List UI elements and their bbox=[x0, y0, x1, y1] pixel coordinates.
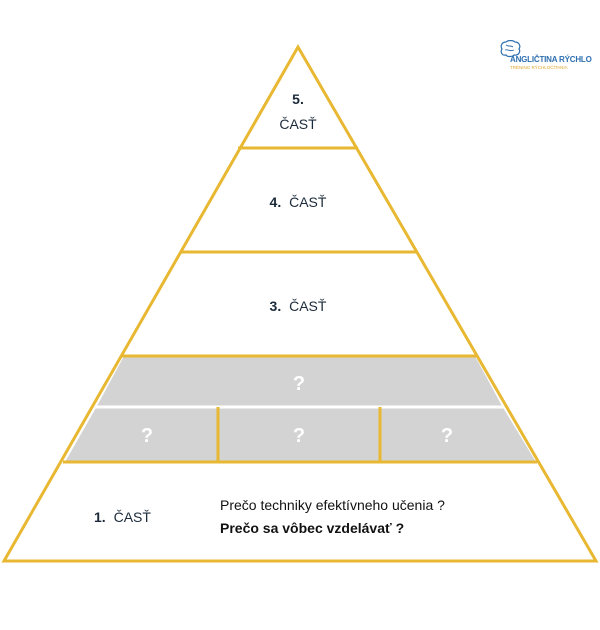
hidden-cell-question-mark: ? bbox=[141, 425, 153, 447]
logo-subtitle: TRÉNING RÝCHLOČÍTANIA bbox=[510, 65, 568, 70]
logo-title: ANGLIČTINA RÝCHLO bbox=[510, 55, 592, 64]
tier1-text: ČASŤ bbox=[114, 509, 152, 525]
tier1-number: 1. bbox=[94, 509, 106, 525]
tier1-question-1: Prečo techniky efektívneho učenia ? bbox=[220, 497, 445, 513]
hidden-top-question-mark: ? bbox=[293, 373, 305, 395]
hidden-cell-question-mark: ? bbox=[293, 425, 305, 447]
tier3-label: 3. ČASŤ bbox=[270, 298, 327, 314]
tier5-label: ČASŤ bbox=[279, 116, 317, 132]
pyramid-outline bbox=[1, 43, 599, 563]
tier3-number: 3. bbox=[270, 298, 282, 314]
tier4-text: ČASŤ bbox=[289, 194, 327, 210]
hidden-tier-top bbox=[97, 356, 502, 406]
brain-icon bbox=[500, 40, 521, 58]
tier5-number: 5. bbox=[292, 91, 304, 107]
tier1-question-2: Prečo sa vôbec vzdelávať ? bbox=[220, 520, 404, 536]
hidden-cell-question-mark: ? bbox=[441, 425, 453, 447]
tier3-text: ČASŤ bbox=[289, 298, 327, 314]
hidden-tier-cells bbox=[65, 406, 536, 462]
tier4-number: 4. bbox=[270, 194, 282, 210]
brand-logo: ANGLIČTINA RÝCHLO TRÉNING RÝCHLOČÍTANIA bbox=[496, 40, 596, 76]
tier1-label: 1. ČASŤ bbox=[94, 509, 151, 525]
tier4-label: 4. ČASŤ bbox=[270, 194, 327, 210]
